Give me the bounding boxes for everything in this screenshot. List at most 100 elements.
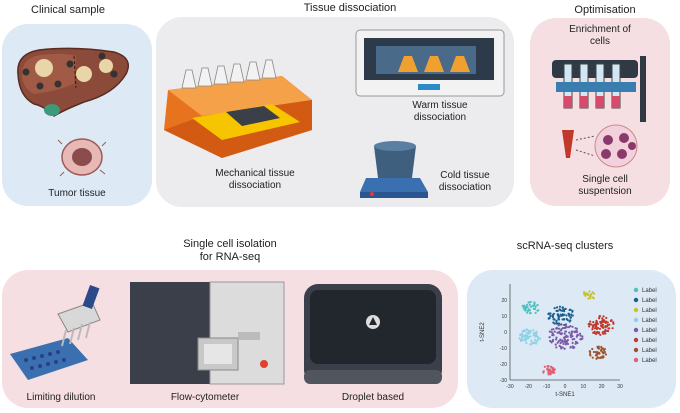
scatter-point	[552, 312, 555, 315]
scatter-point	[561, 309, 564, 312]
scatter-point	[565, 314, 568, 317]
mechanical-dissociator-icon	[164, 59, 312, 158]
scatter-point	[559, 329, 563, 332]
scatter-point	[547, 312, 550, 316]
scatter-point	[599, 356, 602, 360]
scatter-point	[534, 311, 537, 314]
scatter-point	[523, 339, 526, 342]
scatter-point	[581, 337, 584, 340]
scatter-point	[530, 339, 533, 342]
scatter-point	[574, 327, 577, 330]
scatter-point	[602, 352, 605, 355]
scatter-point	[571, 325, 574, 328]
scatter-point	[563, 313, 566, 316]
scatter-point	[561, 306, 564, 309]
scatter-point	[553, 307, 556, 310]
scatter-point	[582, 290, 586, 294]
clinical-title: Clinical sample	[31, 4, 105, 16]
scatter-point	[552, 371, 555, 374]
scatter-point	[556, 313, 560, 317]
scatter-point	[597, 317, 601, 320]
scatter-point	[553, 318, 556, 321]
scatter-point	[593, 327, 597, 330]
scatter-point	[529, 305, 533, 308]
scatter-point	[573, 346, 576, 349]
scatter-point	[600, 345, 603, 349]
x-tick-label: 0	[564, 384, 567, 390]
scatter-point	[559, 313, 562, 316]
scatter-point	[557, 324, 560, 327]
scatter-point	[595, 357, 598, 360]
flow-label: Flow-cytometer	[170, 392, 240, 403]
scatter-point	[526, 309, 530, 313]
legend-label: Label	[642, 298, 657, 304]
legend-label: Label	[642, 288, 657, 294]
scatter-point	[588, 350, 591, 353]
scatter-point	[602, 315, 605, 318]
cold-label-line1: Cold tissue	[440, 170, 490, 181]
scatter-point	[547, 317, 550, 320]
x-tick-label: -20	[525, 384, 532, 390]
x-tick-label: 10	[581, 384, 587, 390]
scatter-point	[524, 309, 527, 312]
legend-label: Label	[642, 338, 657, 344]
scatter-point	[601, 331, 604, 334]
scatter-point	[589, 297, 592, 300]
tumor-tissue-icon	[57, 138, 107, 177]
scatter-point	[523, 305, 526, 308]
scatter-point	[591, 291, 594, 294]
scatter-point	[529, 331, 532, 334]
scatter-point	[534, 305, 537, 308]
scatter-point	[549, 312, 552, 315]
scatter-point	[588, 325, 591, 328]
scatter-point	[569, 316, 572, 319]
isolation-title-line2: for RNA-seq	[199, 251, 261, 263]
scatter-point	[565, 340, 569, 343]
y-tick-label: -10	[500, 346, 507, 352]
isolation-title: Single cell isolation for RNA-seq	[160, 238, 300, 264]
scatter-point	[551, 334, 554, 337]
scatter-point	[592, 350, 596, 354]
scatter-point	[557, 318, 561, 321]
scatter-point	[524, 333, 527, 337]
scatter-point	[600, 320, 603, 323]
scatter-point	[561, 346, 564, 349]
scatter-point	[559, 339, 562, 342]
x-axis-label: t-SNE1	[555, 392, 575, 398]
scatter-point	[576, 341, 579, 344]
scatter-point	[569, 346, 572, 349]
scatter-point	[581, 335, 584, 338]
tumor-tissue-label: Tumor tissue	[48, 188, 106, 199]
scatter-point	[604, 353, 608, 356]
scatter-point	[574, 342, 577, 345]
scatter-point	[606, 329, 609, 333]
enrichment-label: Enrichment of cells	[545, 24, 655, 48]
legend-marker	[633, 327, 639, 333]
scatter-point	[587, 297, 590, 300]
scatter-point	[551, 338, 555, 341]
scatter-point	[555, 306, 559, 309]
scatter-point	[591, 326, 594, 329]
y-tick-label: -20	[500, 362, 507, 368]
scatter-point	[532, 341, 535, 344]
scatter-point	[571, 310, 574, 313]
scatter-point	[526, 311, 529, 314]
scatter-point	[528, 309, 532, 312]
mechanical-label-line2: dissociation	[228, 180, 282, 191]
scatter-point	[569, 335, 573, 339]
mechanical-label-line1: Mechanical tissue	[215, 168, 295, 179]
y-tick-label: 10	[501, 314, 507, 320]
scatter-point	[552, 369, 556, 372]
scatter-point	[574, 340, 577, 343]
scatter-point	[601, 324, 604, 327]
optimisation-panel	[530, 18, 670, 206]
scatter-point	[553, 330, 556, 333]
enrichment-icon	[552, 56, 646, 122]
scatter-point	[596, 352, 599, 355]
scatter-point	[598, 315, 601, 318]
scatter-point	[546, 369, 549, 372]
scatter-point	[519, 338, 522, 342]
scatter-point	[597, 356, 600, 359]
scatter-point	[576, 333, 580, 337]
scatter-point	[555, 346, 558, 349]
